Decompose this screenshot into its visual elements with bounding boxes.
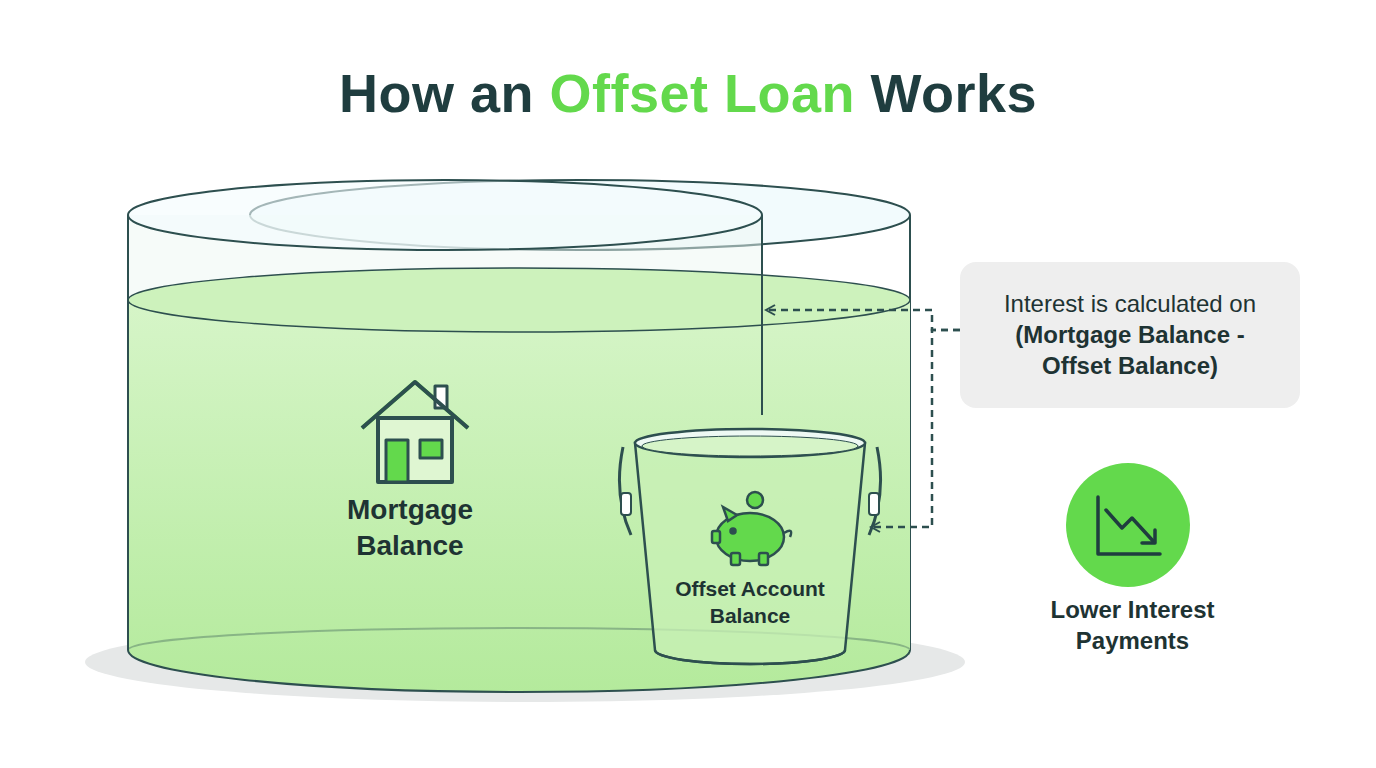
dashed-arrow xyxy=(766,310,960,330)
node-label: Offset Account Balance xyxy=(660,575,840,630)
trend-badge xyxy=(1020,462,1245,588)
front-cylinder xyxy=(128,180,910,692)
bucket-shape xyxy=(605,425,895,670)
node-body: (Mortgage Balance - Offset Balance) xyxy=(978,319,1282,381)
node-label: Interest is calculated on xyxy=(978,288,1282,319)
mortgage-tank: Mortgage BalanceOffset Account Balance xyxy=(128,180,762,660)
node-label: Mortgage Balance xyxy=(310,492,510,565)
node-label: Lower Interest Payments xyxy=(1020,594,1245,656)
callout-box: Interest is calculated on(Mortgage Balan… xyxy=(960,262,1300,408)
diagram-title: How an Offset Loan Works xyxy=(0,62,1376,124)
offset-bucket: Offset Account Balance xyxy=(605,425,895,670)
house-icon xyxy=(362,382,468,482)
result-badge: Lower Interest Payments xyxy=(1020,462,1245,652)
dashed-arrow xyxy=(871,330,960,527)
piggy-icon xyxy=(712,492,791,565)
